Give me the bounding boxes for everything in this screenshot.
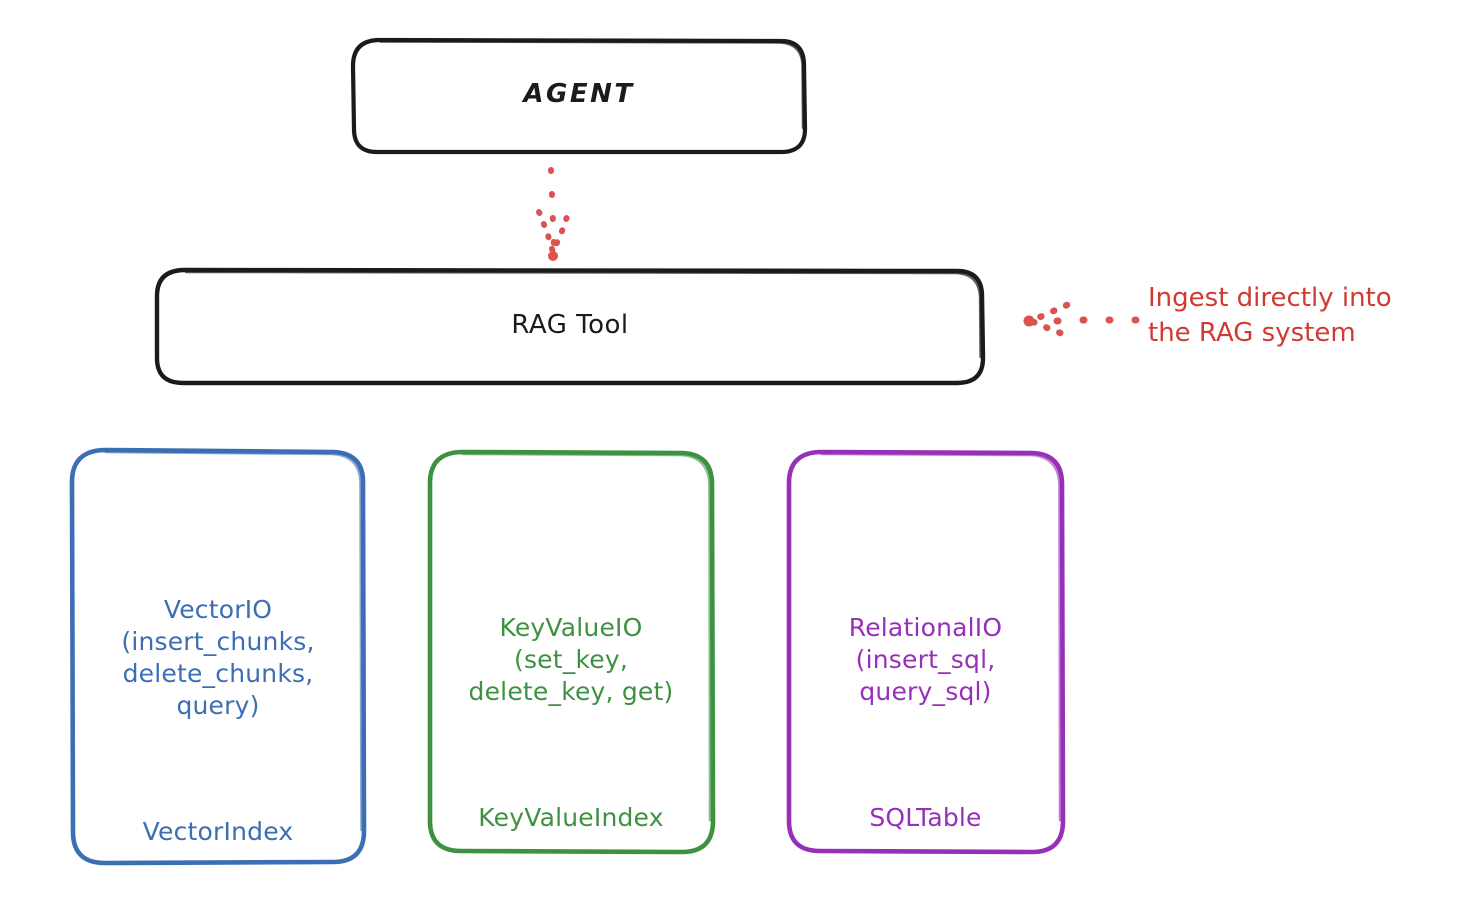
node-agent[interactable] [350,37,808,155]
rag-tool-box-outline [154,267,986,386]
node-keyvalue-store[interactable] [427,449,716,855]
relational-store-box-outline [786,449,1066,855]
rag-tool-box-overstroke [184,270,982,359]
vector-store-box-overstroke [104,450,363,832]
ingest-annotation-label: Ingest directly into the RAG system [1148,283,1392,348]
node-rag-tool[interactable] [154,267,986,386]
node-vector-store[interactable] [69,447,367,866]
connector-agent-to-rag-tip [548,251,558,261]
keyvalue-store-box-overstroke [461,452,712,822]
relational-store-box-overstroke [820,452,1062,822]
connector-ingest-tip [1023,315,1035,327]
node-relational-store[interactable] [786,449,1066,855]
agent-box-outline [350,37,808,155]
connector-ingest-line [1036,316,1140,325]
vector-store-box-outline [69,447,367,866]
connector-agent-to-rag-line [548,167,557,249]
connector-ingest-arrowhead [1027,301,1072,340]
connector-agent-to-rag-tool [536,167,572,261]
connector-ingest-to-rag-tool [1023,301,1140,340]
agent-box-overstroke [378,40,805,130]
keyvalue-store-box-outline [427,449,716,855]
